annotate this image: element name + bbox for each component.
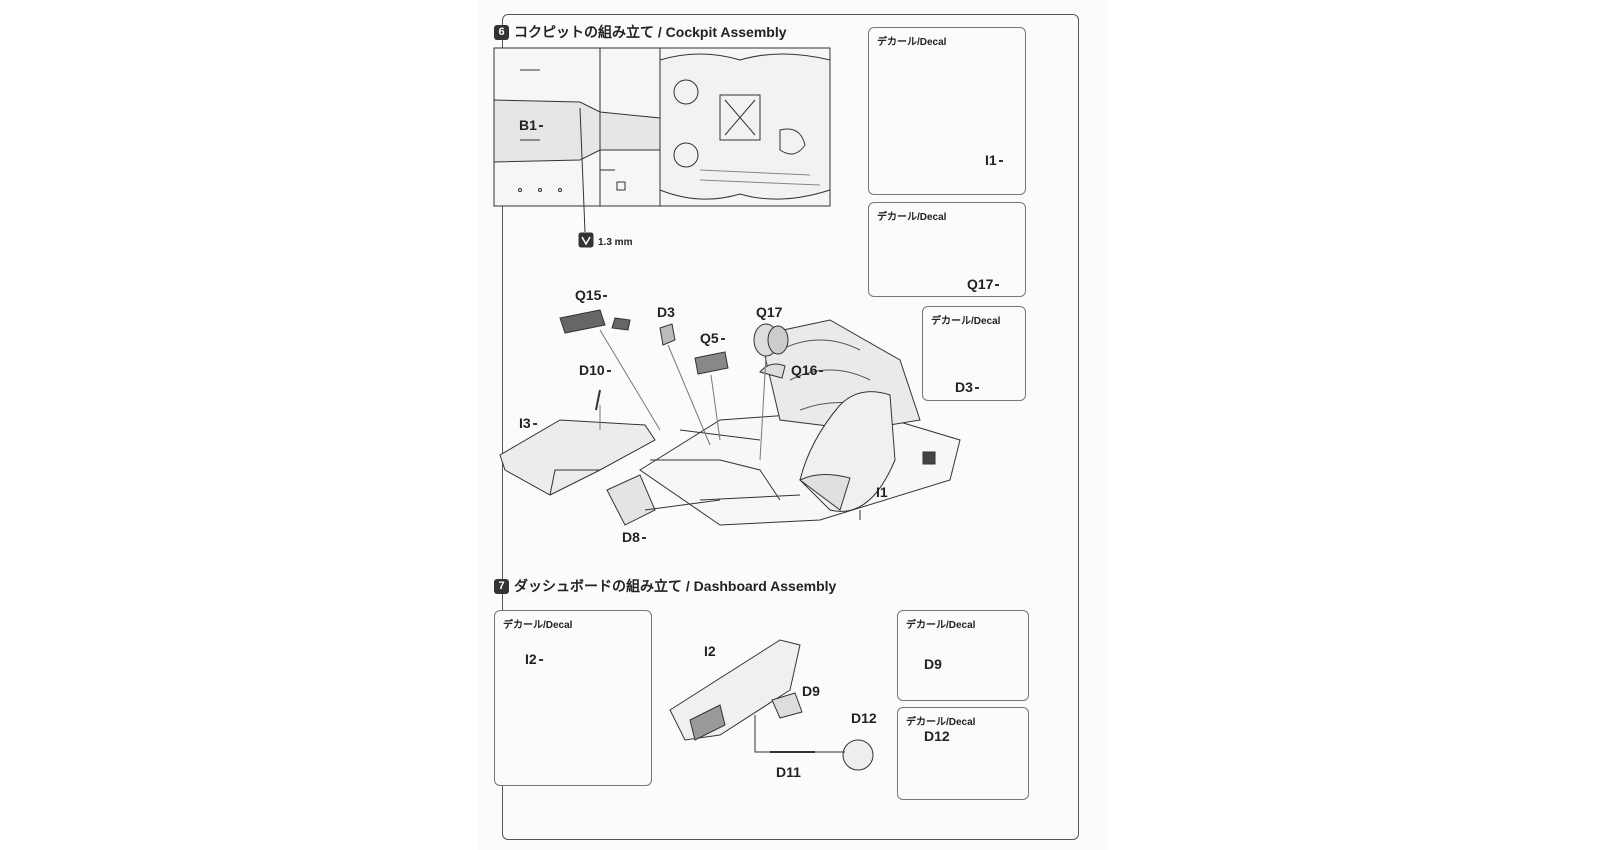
step7-header: 7 ダッシュボードの組み立て / Dashboard Assembly xyxy=(494,576,836,596)
decal-panel-d3-title: デカール/Decal xyxy=(931,316,1001,327)
decal-panel-d9: デカール/Decal D9 xyxy=(897,610,1029,701)
decal-panel-d12: デカール/Decal D12 xyxy=(897,707,1029,800)
decal-panel-dashboard-title: デカール/Decal xyxy=(503,620,573,631)
label-b1: B1 xyxy=(519,117,543,133)
decal-panel-d12-part: D12 xyxy=(924,728,950,744)
step7-number: 7 xyxy=(494,578,509,594)
decal-panel-seat-title: デカール/Decal xyxy=(877,37,947,48)
decal-panel-q17-part: Q17 xyxy=(967,276,1000,292)
label-q16: Q16 xyxy=(791,362,824,378)
label-i3: I3 xyxy=(519,415,537,431)
drill-icon xyxy=(578,232,594,248)
chassis-top-view xyxy=(493,47,831,233)
label-q5: Q5 xyxy=(700,330,725,346)
label-d11: D11 xyxy=(776,764,801,780)
decal-panel-d3: デカール/Decal D3 xyxy=(922,306,1026,401)
label-d3: D3 xyxy=(657,304,675,320)
page-border xyxy=(502,14,1079,840)
step6-number: 6 xyxy=(494,24,509,40)
decal-panel-d9-title: デカール/Decal xyxy=(906,620,976,631)
label-i2: I2 xyxy=(704,643,716,659)
decal-panel-d9-part: D9 xyxy=(924,656,942,672)
decal-panel-seat: デカール/Decal I1 xyxy=(868,27,1026,195)
decal-panel-q17: デカール/Decal Q17 xyxy=(868,202,1026,297)
decal-panel-d3-part: D3 xyxy=(955,379,979,395)
step7-title: ダッシュボードの組み立て / Dashboard Assembly xyxy=(514,578,837,594)
label-i1: I1 xyxy=(876,484,888,500)
dashboard-main-drawing xyxy=(669,639,801,741)
label-d12: D12 xyxy=(851,710,877,726)
label-q15: Q15 xyxy=(575,287,608,303)
cockpit-exploded-view xyxy=(499,309,961,526)
drill-size: 1.3 mm xyxy=(598,237,633,248)
label-d10: D10 xyxy=(579,362,611,378)
label-d9: D9 xyxy=(802,683,820,699)
step6-header: 6 コクピットの組み立て / Cockpit Assembly xyxy=(494,22,787,42)
decal-panel-d12-title: デカール/Decal xyxy=(906,717,976,728)
label-q17: Q17 xyxy=(756,304,783,320)
decal-panel-q17-title: デカール/Decal xyxy=(877,212,947,223)
decal-panel-seat-part: I1 xyxy=(985,152,1003,168)
decal-panel-dashboard: デカール/Decal I2 xyxy=(494,610,652,786)
step6-title: コクピットの組み立て / Cockpit Assembly xyxy=(514,24,787,40)
decal-panel-dashboard-part: I2 xyxy=(525,651,543,667)
label-d8: D8 xyxy=(622,529,646,545)
